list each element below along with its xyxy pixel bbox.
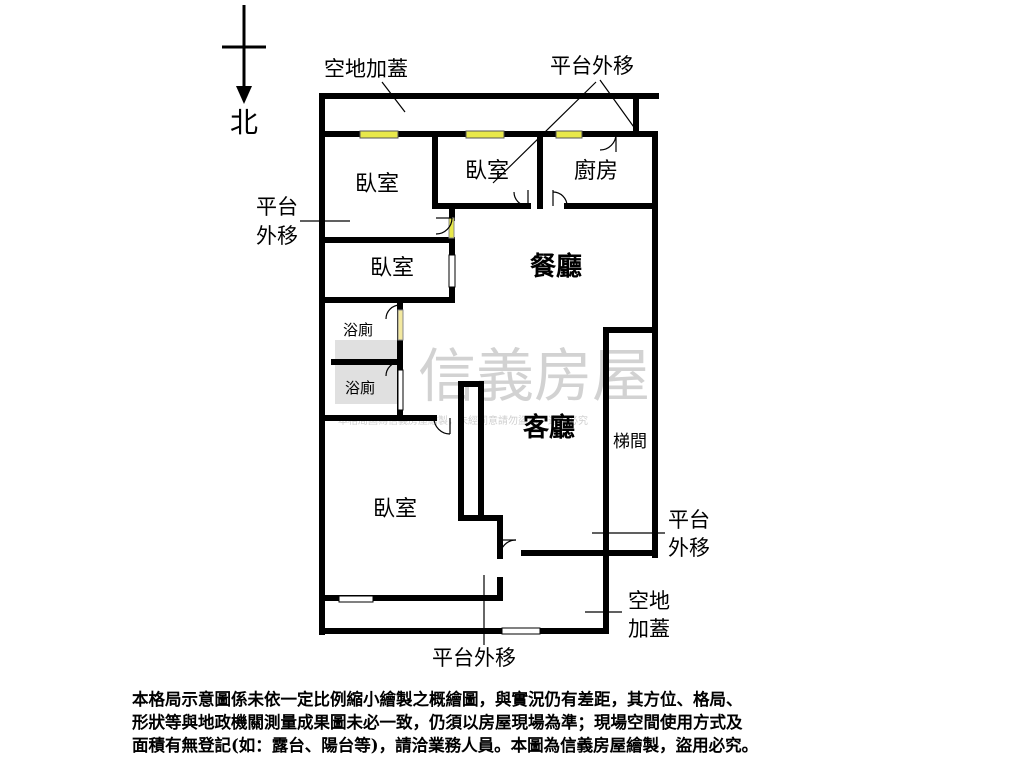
north-compass: 北 <box>222 5 266 139</box>
disclaimer-line: 形狀等與地政機關測量成果圖未必一致，仍須以房屋現場為準；現場空間使用方式及 <box>132 713 743 732</box>
window <box>397 309 404 341</box>
disclaimer-line: 本格局示意圖係未依一定比例縮小繪製之概繪圖，與實況仍有差距，其方位、格局、 <box>132 690 743 709</box>
room-label-bedroom-nw: 臥室 <box>355 172 399 197</box>
room-label-bath-2: 浴廁 <box>345 379 375 397</box>
floor-plan: 北 信義房屋 本格局圖為信義房屋繪製，未經同意請勿盜用，違者必究 <box>222 5 710 670</box>
window <box>397 369 404 411</box>
room-label-bath-1: 浴廁 <box>343 321 373 339</box>
callout-bottom-right-line1: 空地 <box>628 589 670 613</box>
disclaimer: 本格局示意圖係未依一定比例縮小繪製之概繪圖，與實況仍有差距，其方位、格局、 形狀… <box>132 688 902 757</box>
callout-bottom-right-line2: 加蓋 <box>628 617 670 641</box>
room-label-living: 客廳 <box>523 412 575 443</box>
callout-lines <box>300 79 665 645</box>
window <box>465 130 505 139</box>
room-label-bedroom-w: 臥室 <box>370 256 414 281</box>
watermark-logo <box>335 340 399 404</box>
callout-top-right: 平台外移 <box>550 54 634 78</box>
room-label-kitchen: 廚房 <box>574 159 618 184</box>
doors <box>385 133 617 557</box>
room-label-dining: 餐廳 <box>530 251 582 282</box>
window <box>555 130 583 139</box>
room-label-bedroom-sw: 臥室 <box>373 497 417 522</box>
windows <box>338 130 583 635</box>
watermark-brand: 信義房屋 <box>418 342 650 410</box>
callout-left-line1: 平台 <box>256 195 298 219</box>
callout-right-line2: 外移 <box>668 536 710 560</box>
watermark: 信義房屋 本格局圖為信義房屋繪製，未經同意請勿盜用，違者必究 <box>335 340 650 427</box>
window <box>448 254 456 288</box>
window <box>501 627 541 635</box>
room-label-bedroom-n: 臥室 <box>465 159 509 184</box>
callout-top-left: 空地加蓋 <box>324 57 408 81</box>
window <box>359 130 399 139</box>
window <box>338 595 374 603</box>
north-label: 北 <box>230 106 258 139</box>
room-label-stairs: 梯間 <box>613 432 647 452</box>
callout-right-line1: 平台 <box>668 508 710 532</box>
callout-bottom: 平台外移 <box>432 646 516 670</box>
callout-left-line2: 外移 <box>256 224 298 248</box>
disclaimer-line: 面積有無登記(如：露台、陽台等)，請洽業務人員。本圖為信義房屋繪製，盜用必究。 <box>132 736 759 755</box>
